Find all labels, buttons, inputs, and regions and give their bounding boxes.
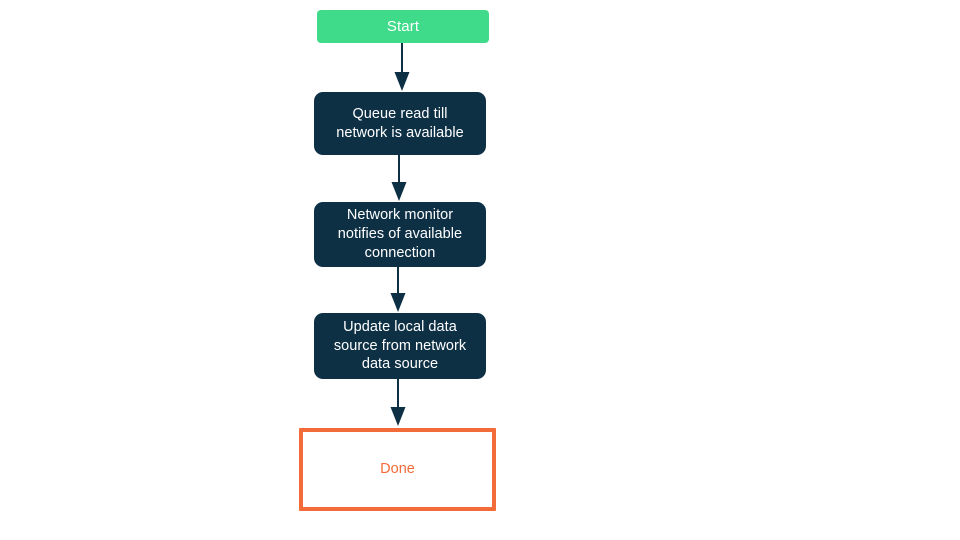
node-done-label: Done: [380, 461, 415, 478]
node-update-local-data-source[interactable]: Update local data source from network da…: [314, 313, 486, 379]
node-network-monitor[interactable]: Network monitor notifies of available co…: [314, 202, 486, 267]
node-queue-read[interactable]: Queue read till network is available: [314, 92, 486, 155]
edge-update-done-arrow: [386, 379, 410, 428]
node-done[interactable]: Done: [299, 428, 496, 511]
edge-queue-monitor-arrow: [387, 155, 411, 202]
node-start[interactable]: Start: [317, 10, 489, 43]
node-queue-read-label: Queue read till network is available: [336, 105, 464, 141]
node-start-label: Start: [386, 17, 420, 35]
node-network-monitor-label: Network monitor notifies of available co…: [337, 207, 463, 261]
edge-monitor-update-arrow: [386, 267, 410, 313]
edge-start-queue-arrow: [390, 43, 414, 92]
node-update-local-data-source-label: Update local data source from network da…: [333, 318, 467, 373]
